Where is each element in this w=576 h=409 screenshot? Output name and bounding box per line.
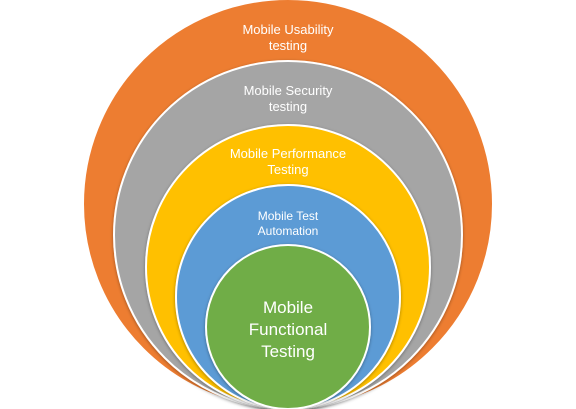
label-usability-line-2: testing bbox=[268, 38, 308, 54]
label-usability: Mobile Usability testing bbox=[188, 22, 388, 55]
label-security: Mobile Security testing bbox=[188, 83, 388, 116]
label-automation-line-1: Mobile Test bbox=[257, 209, 319, 223]
label-performance-line-2: Testing bbox=[267, 162, 309, 178]
label-usability-line-1: Mobile Usability bbox=[242, 22, 334, 37]
label-security-line-2: testing bbox=[268, 99, 308, 115]
circle-functional bbox=[205, 244, 371, 409]
label-functional-line-3: Testing bbox=[261, 342, 315, 362]
label-automation: Mobile Test Automation bbox=[200, 209, 376, 239]
label-performance: Mobile Performance Testing bbox=[188, 146, 388, 179]
label-performance-line-1: Mobile Performance bbox=[229, 146, 347, 161]
label-functional: Mobile Functional Testing bbox=[222, 297, 354, 363]
label-functional-line-1: Mobile bbox=[262, 298, 314, 317]
label-automation-line-2: Automation bbox=[257, 224, 319, 238]
label-functional-line-2: Functional bbox=[248, 320, 328, 340]
label-security-line-1: Mobile Security bbox=[243, 83, 333, 98]
